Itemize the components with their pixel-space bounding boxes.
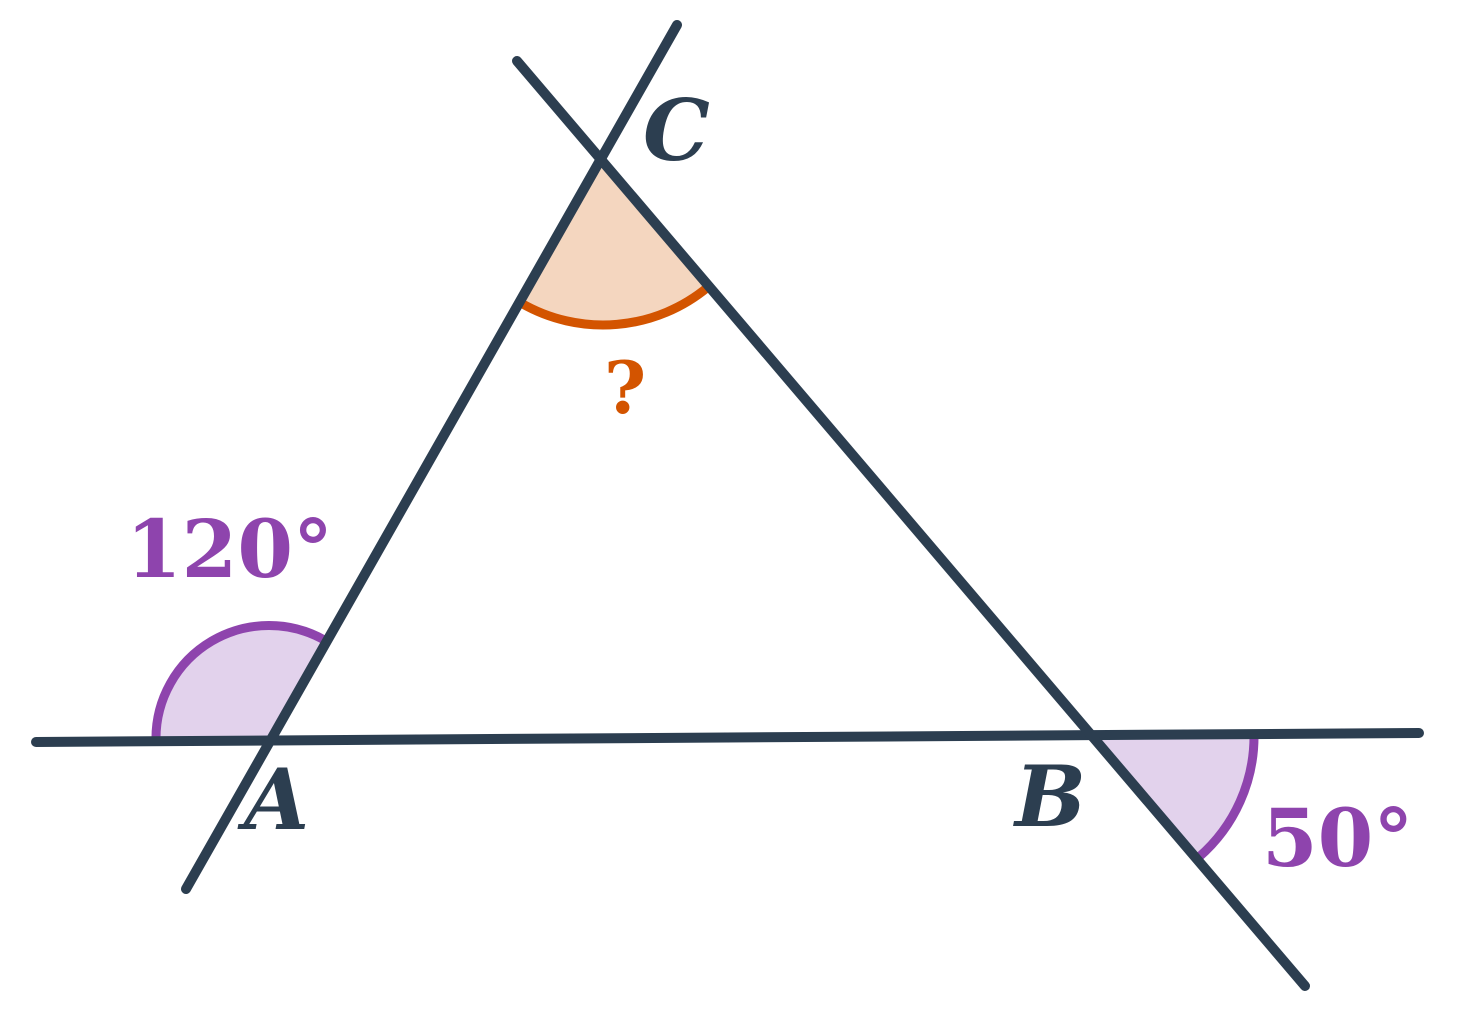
angle-label-c: ? (604, 345, 646, 430)
vertex-label-b: B (1013, 747, 1086, 846)
angle-label-b: 50° (1262, 791, 1413, 885)
angle-b-fill (1093, 734, 1255, 857)
angle-a-arc (151, 621, 329, 742)
angle-label-a: 120° (126, 502, 333, 596)
line-bc (512, 56, 1310, 991)
vertex-label-a: A (237, 750, 309, 849)
angle-c-fill (521, 160, 708, 325)
line-ac (181, 20, 682, 894)
angle-c-arc (518, 283, 711, 330)
angle-b-arc (1196, 733, 1259, 861)
vertex-label-c: C (643, 81, 710, 180)
